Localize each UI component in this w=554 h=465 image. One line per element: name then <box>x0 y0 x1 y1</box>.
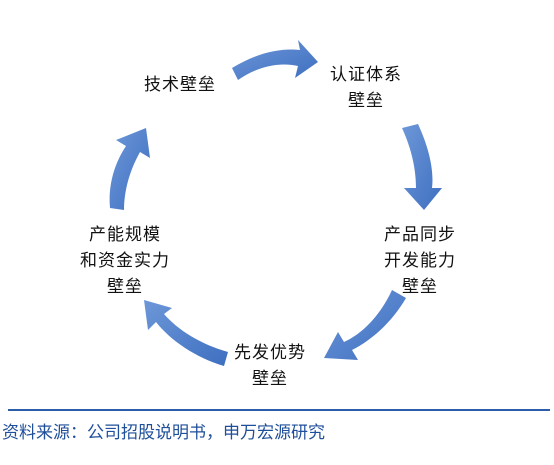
node-technology-barrier: 技术壁垒 <box>120 72 240 98</box>
node-first-mover-barrier: 先发优势 壁垒 <box>210 340 330 392</box>
node-certification-barrier: 认证体系 壁垒 <box>306 62 426 114</box>
node-line: 壁垒 <box>107 277 143 297</box>
node-line: 壁垒 <box>402 277 438 297</box>
node-line: 产能规模 <box>89 225 161 245</box>
arrow-sync-to-first <box>324 290 406 360</box>
barrier-cycle-diagram: 技术壁垒 认证体系 壁垒 产品同步 开发能力 壁垒 先发优势 壁垒 产能规模 和… <box>70 40 475 392</box>
node-line: 认证体系 <box>330 65 402 85</box>
node-line: 开发能力 <box>384 251 456 271</box>
arrow-tech-to-cert <box>232 40 318 80</box>
node-line: 技术壁垒 <box>144 75 216 95</box>
source-divider <box>8 409 550 411</box>
node-sync-development-barrier: 产品同步 开发能力 壁垒 <box>365 222 475 300</box>
arrow-scale-to-tech <box>109 128 150 210</box>
node-line: 壁垒 <box>252 369 288 389</box>
cycle-arrows <box>109 40 442 366</box>
source-note: 资料来源：公司招股说明书，申万宏源研究 <box>2 423 325 443</box>
arrow-cert-to-sync <box>402 124 442 210</box>
node-line: 先发优势 <box>234 343 306 363</box>
node-scale-capital-barrier: 产能规模 和资金实力 壁垒 <box>70 222 180 300</box>
node-line: 产品同步 <box>384 225 456 245</box>
arrow-first-to-scale <box>144 300 228 366</box>
node-line: 和资金实力 <box>80 251 170 271</box>
node-line: 壁垒 <box>348 91 384 111</box>
